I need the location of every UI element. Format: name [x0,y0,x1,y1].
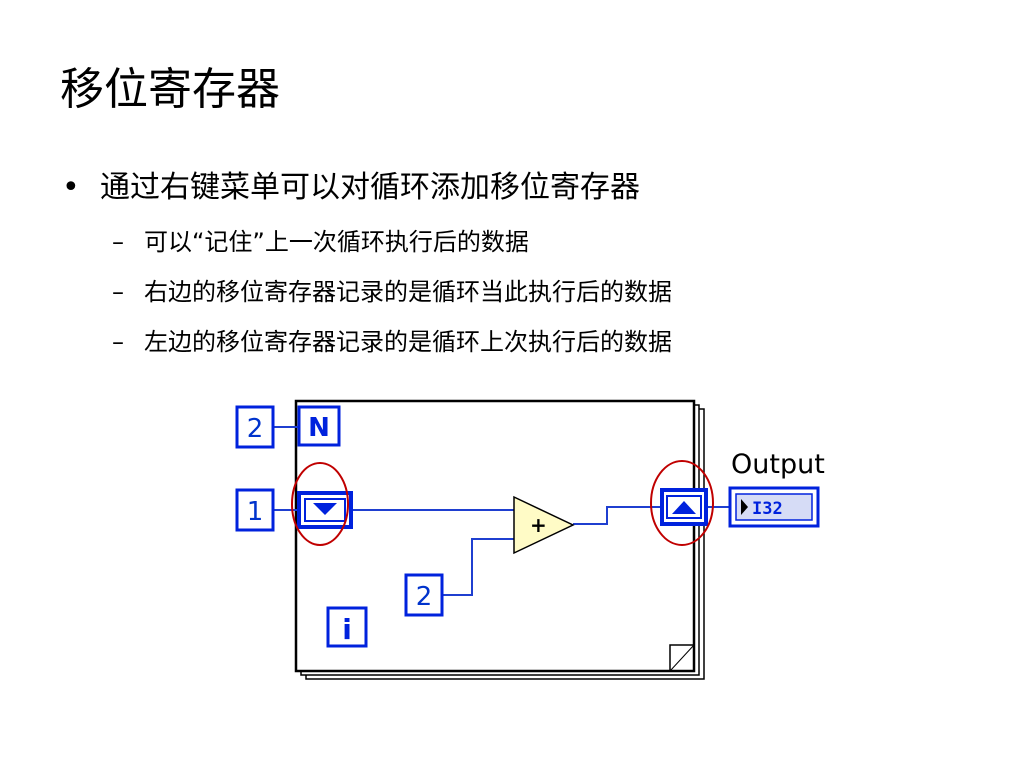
dash-marker: – [112,278,124,306]
count-terminal-label: N [308,413,330,443]
initial-value-constant[interactable]: 1 [235,488,275,532]
labview-block-diagram: 2 N 1 + 2 i Output I32 [235,399,825,680]
add-constant-value: 2 [416,582,433,612]
iteration-terminal-label: i [342,613,352,646]
down-arrow-icon [313,503,337,515]
main-bullet-text: 通过右键菜单可以对循环添加移位寄存器 [100,170,640,205]
wire-add-constant [442,538,514,596]
output-indicator[interactable]: Output I32 [728,449,825,528]
up-arrow-icon [672,501,696,514]
wires [273,426,730,596]
left-shift-register[interactable] [297,491,353,529]
output-label: Output [731,449,825,480]
dash-marker: – [112,328,124,356]
count-terminal[interactable]: N [297,405,341,447]
wire-add-output [573,506,662,525]
dash-marker: – [112,228,124,256]
sub-bullet-text: 右边的移位寄存器记录的是循环当此执行后的数据 [144,278,672,306]
right-shift-register[interactable] [660,488,708,526]
n-constant[interactable]: 2 [235,405,275,449]
sub-bullet-text: 可以“记住”上一次循环执行后的数据 [144,228,529,256]
add-node[interactable]: + [513,495,575,555]
left-register-highlight [291,462,349,546]
iteration-terminal[interactable]: i [326,606,368,648]
add-symbol: + [530,513,547,537]
add-constant[interactable]: 2 [404,573,444,617]
sub-bullet-text: 左边的移位寄存器记录的是循环上次执行后的数据 [144,328,672,356]
bullet-marker: • [62,170,80,205]
output-type: I32 [752,499,783,519]
right-register-highlight [650,460,714,546]
initial-value-text: 1 [247,497,264,527]
n-constant-value: 2 [247,414,264,444]
slide-title: 移位寄存器 [60,64,280,115]
play-triangle-icon [741,499,748,515]
